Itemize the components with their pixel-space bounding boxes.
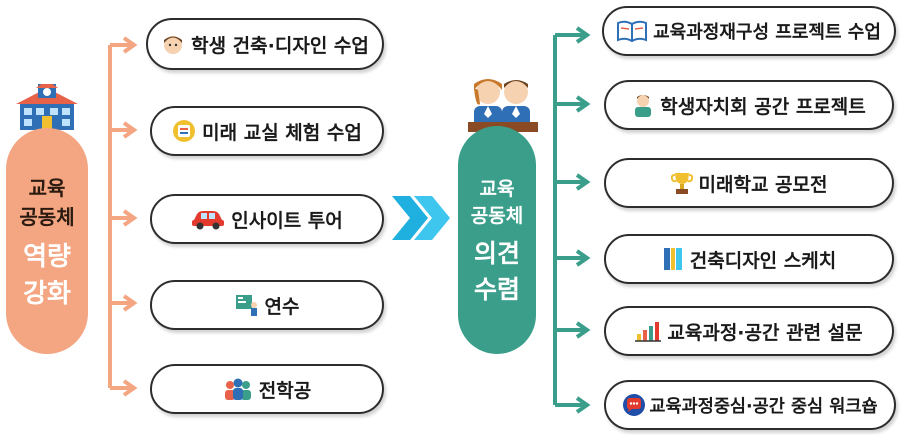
group-icon xyxy=(223,377,253,401)
left-item-label: 미래 교실 체험 수업 xyxy=(202,121,362,144)
tablet-icon xyxy=(172,119,196,143)
left-box-line1: 교육 xyxy=(28,176,66,200)
right-connectors xyxy=(553,26,591,414)
left-box-line2: 공동체 xyxy=(19,205,75,229)
right-item-student-council-project: 학생자치회 공간 프로젝트 xyxy=(604,80,894,130)
right-box-line3: 의견 xyxy=(473,239,520,268)
right-item-label: 학생자치회 공간 프로젝트 xyxy=(660,95,866,118)
right-item-curriculum-project-class: 교육과정재구성 프로젝트 수업 xyxy=(602,6,896,56)
left-item-label: 전학공 xyxy=(258,379,312,402)
right-item-curriculum-space-workshop: 교육과정중심·공간 중심 워크숍 xyxy=(604,380,896,430)
notebook-icon xyxy=(662,247,684,271)
left-item-future-classroom: 미래 교실 체험 수업 xyxy=(150,106,384,156)
left-item-label: 연수 xyxy=(264,295,300,318)
right-item-architecture-sketch: 건축디자인 스케치 xyxy=(604,234,894,284)
right-item-label: 교육과정중심·공간 중심 워크숍 xyxy=(649,396,878,417)
left-item-insight-tour: 인사이트 투어 xyxy=(150,194,384,244)
left-item-label: 학생 건축·디자인 수업 xyxy=(191,34,369,57)
right-box-line2: 공동체 xyxy=(470,205,524,227)
left-box-line3: 역량 xyxy=(23,242,71,272)
car-icon xyxy=(191,208,225,230)
student-icon xyxy=(632,93,654,117)
right-box-line4: 수렴 xyxy=(473,275,520,304)
left-box-line4: 강화 xyxy=(23,279,71,309)
right-item-future-school-contest: 미래학교 공모전 xyxy=(604,158,894,208)
school-icon xyxy=(16,80,78,136)
left-summary-box: 교육 공동체 역량 강화 xyxy=(6,128,88,354)
trophy-icon xyxy=(670,171,693,195)
right-item-label: 교육과정·공간 관련 설문 xyxy=(667,321,863,344)
lecture-icon xyxy=(235,293,259,317)
right-item-label: 미래학교 공모전 xyxy=(698,173,828,196)
chat-icon xyxy=(622,393,646,417)
book-icon xyxy=(617,20,648,43)
left-item-learning-community: 전학공 xyxy=(150,364,384,414)
left-item-label: 인사이트 투어 xyxy=(231,209,343,232)
right-item-label: 건축디자인 스케치 xyxy=(689,249,837,272)
bar-chart-icon xyxy=(635,320,662,342)
right-summary-box: 교육 공동체 의견 수렴 xyxy=(458,126,536,354)
left-item-student-design-class: 학생 건축·디자인 수업 xyxy=(146,18,384,70)
left-connectors xyxy=(108,36,138,397)
right-item-curriculum-space-survey: 교육과정·공간 관련 설문 xyxy=(604,306,894,356)
student-face-icon xyxy=(161,32,185,56)
double-chevron-icon xyxy=(392,196,450,240)
right-item-label: 교육과정재구성 프로젝트 수업 xyxy=(653,22,881,43)
right-box-line1: 교육 xyxy=(479,178,515,200)
left-item-training: 연수 xyxy=(150,280,384,330)
